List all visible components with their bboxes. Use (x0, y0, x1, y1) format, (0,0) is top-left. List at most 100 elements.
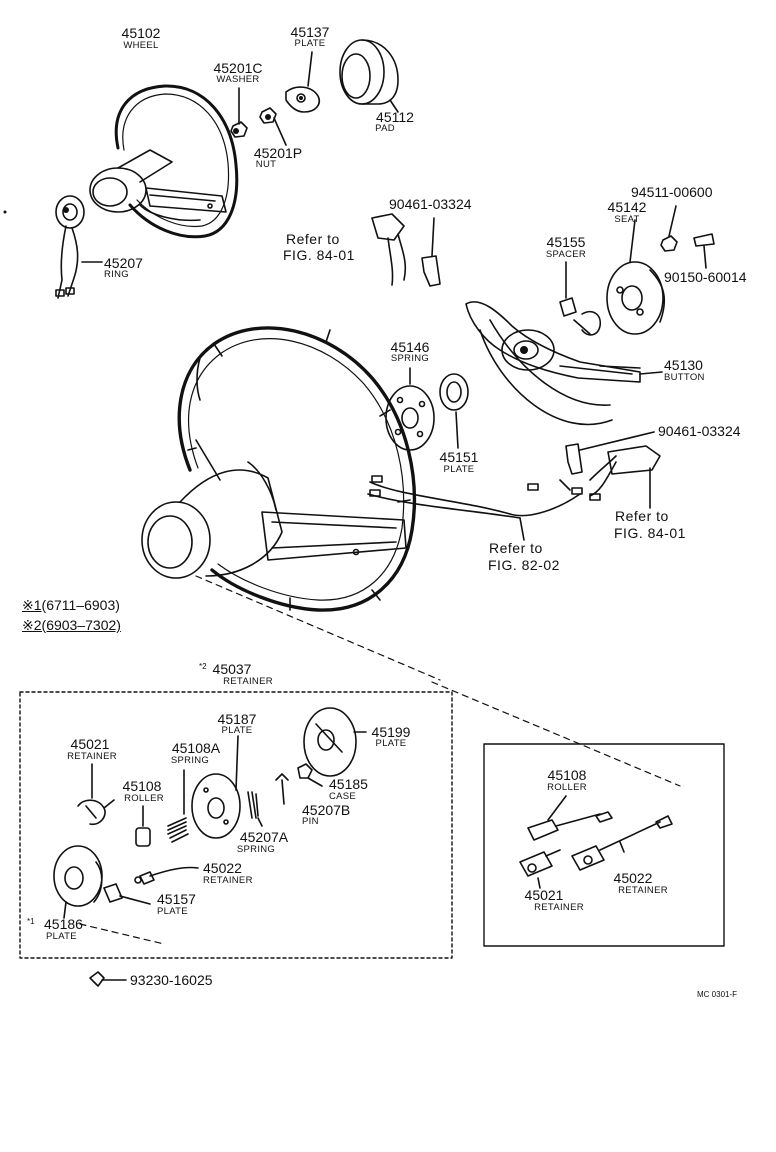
label-45187-num: 45187 (217, 711, 257, 727)
alt-retainer-box (483, 743, 725, 947)
label-45207a-num: 45207A (239, 829, 289, 845)
ref-84-01-upper-line2: FIG. 84-01 (283, 247, 355, 263)
label-45037-num: 45037 (212, 661, 252, 677)
retainer-45021-left (77, 763, 115, 826)
label-45207b-name: PIN (302, 816, 319, 827)
mark-2-small: *2 (199, 662, 207, 671)
ref-84-01-lower-line1: Refer to (615, 508, 669, 524)
note-2-range: (6903–7302) (41, 617, 121, 633)
label-45157-num: 45157 (157, 891, 196, 907)
label-45207b-num: 45207B (302, 802, 351, 818)
bolt-93230 (89, 971, 127, 987)
label-45186-num: 45186 (44, 916, 83, 932)
ref-82-02-line1: Refer to (489, 540, 543, 556)
ref-84-01-lower-line2: FIG. 84-01 (614, 525, 686, 541)
label-45102-name: WHEEL (123, 40, 159, 51)
label-45130-name: BUTTON (664, 372, 705, 383)
label-45108a-name: SPRING (170, 755, 210, 766)
label-93230-num: 93230-16025 (130, 972, 213, 988)
retainer-kit-box (19, 691, 453, 959)
label-45112-name: PAD (375, 123, 395, 134)
label-45187-name: PLATE (221, 725, 253, 736)
label-90461-lower: 90461-03324 (658, 423, 741, 439)
label-45108-alt-num: 45108 (547, 767, 587, 783)
label-45199-name: PLATE (375, 738, 407, 749)
label-45155-num: 45155 (546, 234, 586, 250)
label-45022-alt-name: RETAINER (618, 885, 668, 896)
label-45201p-name: NUT (255, 159, 277, 170)
label-45146-name: SPRING (390, 353, 430, 364)
label-45185-name: CASE (329, 791, 357, 802)
label-45201p-num: 45201P (253, 145, 303, 161)
roller-45108-alt (527, 795, 613, 841)
label-45201c-num: 45201C (213, 60, 263, 76)
note-1-mark: ※1 (22, 597, 42, 613)
label-45201c-name: WASHER (216, 74, 260, 85)
pin-45207b (275, 773, 289, 805)
label-45185-num: 45185 (329, 776, 368, 792)
label-45207-name: RING (104, 269, 129, 280)
label-45112-num: 45112 (376, 109, 414, 125)
label-45186-name: PLATE (46, 931, 77, 942)
large-steering-wheel (141, 326, 416, 612)
pad-45112 (339, 39, 399, 113)
plate-45137 (285, 51, 320, 113)
label-45022-inner-num: 45022 (203, 860, 242, 876)
label-45142-name: SEAT (614, 214, 640, 225)
label-45199-num: 45199 (371, 724, 411, 740)
seat-45142 (606, 219, 666, 335)
nut-45201p (259, 107, 287, 146)
label-45108-alt-name: ROLLER (547, 782, 587, 793)
note-2-mark: ※2 (22, 617, 42, 633)
label-45037-name: RETAINER (223, 676, 273, 687)
spring-45108a (167, 769, 189, 843)
spring-45207a (247, 791, 263, 827)
label-45022-alt-num: 45022 (613, 870, 653, 886)
note-1-range: (6711–6903) (41, 597, 120, 613)
button-45130 (465, 301, 663, 426)
label-45207-num: 45207 (104, 255, 143, 271)
label-45021-alt-num: 45021 (524, 887, 564, 903)
label-45151-num: 45151 (439, 449, 479, 465)
mark-1-small: *1 (27, 917, 35, 926)
horn-switch-upper (371, 213, 441, 287)
drawing-code: MC 0301-F (697, 990, 738, 999)
spacer-45155 (559, 261, 602, 336)
plate-45199 (303, 707, 367, 777)
label-45137-num: 45137 (290, 24, 330, 40)
washer-45201c (230, 87, 248, 138)
label-45021-left-name: RETAINER (67, 751, 117, 762)
label-45108-name: ROLLER (124, 793, 164, 804)
note-2: ※2(6903–7302) (22, 618, 121, 632)
label-45155-name: SPACER (545, 249, 587, 260)
label-45137-name: PLATE (294, 38, 326, 49)
ref-84-01-upper-line1: Refer to (286, 231, 340, 247)
nut-94511 (660, 205, 678, 252)
label-45102-num: 45102 (121, 25, 161, 41)
label-45157-name: PLATE (157, 906, 188, 917)
label-45021-alt-name: RETAINER (534, 902, 584, 913)
label-94511-num: 94511-00600 (631, 184, 713, 200)
horn-ring-45207 (55, 195, 103, 299)
label-45108-num: 45108 (122, 778, 162, 794)
retainer-45022-alt (571, 815, 673, 871)
note-1: ※1(6711–6903) (22, 598, 120, 612)
ref-82-02-line2: FIG. 82-02 (488, 557, 560, 573)
plate-45187 (191, 735, 241, 839)
label-45146-num: 45146 (390, 339, 430, 355)
dashed-leaders (79, 575, 681, 945)
retainer-45021-alt (519, 849, 561, 889)
plate-45157 (103, 883, 151, 905)
label-45130-num: 45130 (664, 357, 703, 373)
label-45207a-name: SPRING (236, 844, 276, 855)
roller-45108 (135, 805, 151, 847)
bolt-90150 (693, 233, 715, 269)
plate-45151 (439, 373, 469, 449)
label-45142-num: 45142 (607, 199, 647, 215)
case-45185 (297, 763, 323, 787)
label-45108a-num: 45108A (171, 740, 221, 756)
label-45151-name: PLATE (443, 464, 475, 475)
retainer-45022-inner (134, 866, 199, 885)
